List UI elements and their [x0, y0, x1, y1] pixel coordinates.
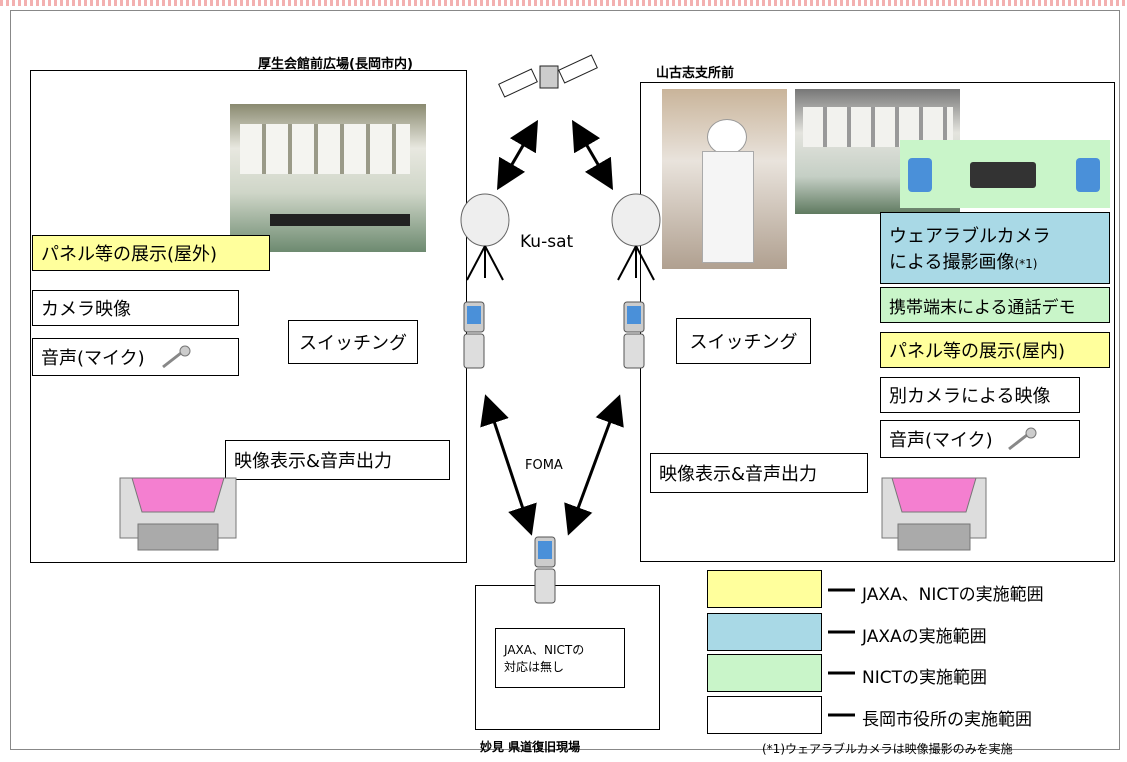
panel-outdoor-label: パネル等の展示(屋外) — [32, 235, 270, 271]
satellite-dish-right-icon — [606, 192, 666, 282]
legend-label-nict: NICTの実施範囲 — [862, 668, 987, 688]
mobile-phone-left-icon — [462, 300, 488, 370]
bottom-site-note-box: JAXA、NICTの 対応は無し — [495, 628, 625, 688]
mobile-phone-bottom-icon — [533, 535, 559, 605]
audio-box-right-text: 音声(マイク) — [889, 430, 993, 451]
switching-box-left: スイッチング — [288, 320, 418, 364]
wearable-footnote-mark: (*1) — [1014, 257, 1038, 271]
bottom-note-line1: JAXA、NICTの — [504, 643, 585, 657]
wearable-camera-box: ウェアラブルカメラ による撮影画像(*1) — [880, 212, 1110, 284]
other-camera-box: 別カメラによる映像 — [880, 377, 1080, 413]
display-box-left: 映像表示&音声出力 — [225, 440, 450, 480]
wearable-line1: ウェアラブルカメラ — [889, 226, 1051, 247]
legend-footnote: (*1)ウェアラブルカメラは映像撮影のみを実施 — [762, 742, 1013, 756]
wearable-device-photo — [900, 140, 1110, 208]
legend-swatch-nagaoka — [707, 696, 822, 734]
arrow-satellite-left — [496, 119, 539, 191]
arrow-foma-right — [564, 394, 624, 536]
camera-label: カメラ映像 — [32, 290, 239, 326]
right-site-title: 山古志支所前 — [656, 66, 735, 81]
satellite-icon — [498, 48, 598, 110]
display-box-right: 映像表示&音声出力 — [650, 453, 868, 493]
legend-label-jaxa-nict: JAXA、NICTの実施範囲 — [862, 585, 1044, 605]
arrow-satellite-right — [571, 119, 614, 191]
audio-box-right: 音声(マイク) — [880, 420, 1080, 458]
panel-indoor-box: パネル等の展示(屋内) — [880, 332, 1110, 368]
stage-icon-right — [880, 470, 988, 552]
switching-box-right: スイッチング — [676, 318, 811, 364]
bottom-note-line2: 対応は無し — [504, 660, 565, 674]
bottom-site-caption: 妙見 県道復旧現場 — [480, 740, 581, 754]
foma-label: FOMA — [525, 458, 563, 473]
left-site-title: 厚生会館前広場(長岡市内) — [258, 57, 413, 72]
wearable-camera-photo — [662, 89, 787, 269]
stage-icon-left — [118, 470, 238, 552]
top-border-decoration — [0, 0, 1127, 6]
audio-label-left: 音声(マイク) — [32, 338, 239, 376]
microphone-icon — [159, 345, 193, 369]
legend-swatch-jaxa — [707, 613, 822, 651]
wearable-line2-row: による撮影画像(*1) — [889, 248, 1037, 274]
left-site-photo — [230, 104, 426, 252]
ku-sat-label: Ku-sat — [520, 232, 574, 252]
microphone-icon — [1005, 427, 1039, 451]
legend-label-jaxa: JAXAの実施範囲 — [862, 627, 987, 647]
diagram-frame — [10, 10, 1120, 750]
legend-swatch-nict — [707, 654, 822, 692]
audio-label-left-text: 音声(マイク) — [41, 348, 145, 369]
call-demo-box: 携帯端末による通話デモ — [880, 287, 1110, 323]
legend-label-nagaoka: 長岡市役所の実施範囲 — [862, 710, 1032, 730]
arrow-foma-left — [480, 394, 537, 536]
mobile-phone-right-icon — [622, 300, 648, 370]
wearable-line2: による撮影画像 — [889, 252, 1015, 273]
legend-swatch-jaxa-nict — [707, 570, 822, 608]
satellite-dish-left-icon — [455, 192, 515, 282]
